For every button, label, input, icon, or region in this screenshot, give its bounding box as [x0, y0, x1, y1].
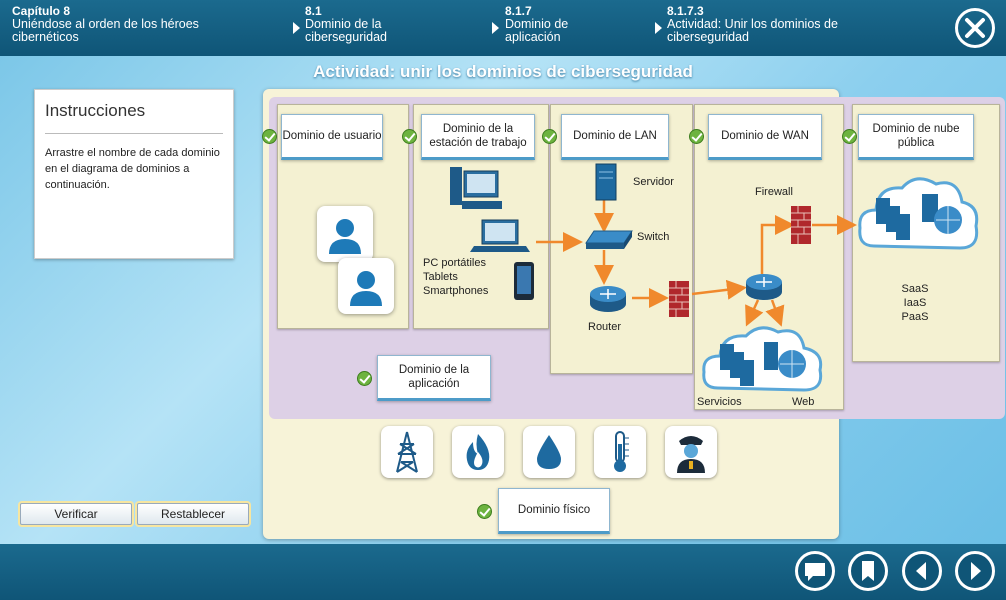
workstation-domain-label[interactable]: Dominio de la estación de trabajo [421, 114, 535, 160]
breadcrumb-arrow-icon [293, 22, 300, 34]
server-icon [595, 163, 617, 201]
activity-title: Actividad: unir los dominios de ciberseg… [313, 62, 693, 81]
instructions-heading: Instrucciones [45, 101, 146, 120]
web-label: Web [792, 396, 815, 408]
laptop-icon [470, 219, 530, 252]
chapter-label: Capítulo 8 [12, 4, 71, 18]
bookmark-button[interactable] [848, 551, 888, 591]
reset-button[interactable]: Restablecer [137, 503, 249, 525]
check-icon [357, 371, 372, 386]
public-cloud-icon [858, 177, 979, 250]
breadcrumb-subsection[interactable]: 8.1.7 Dominio de aplicación [505, 5, 625, 44]
bookmark-icon [862, 561, 874, 581]
switch-icon [585, 230, 633, 249]
comment-icon [805, 563, 825, 581]
activity-name: Actividad: Unir los dominios de ciberseg… [667, 17, 838, 44]
activity-number: 8.1.7.3 [667, 4, 704, 18]
next-icon [971, 562, 981, 580]
comment-button[interactable] [795, 551, 835, 591]
divider [45, 133, 223, 134]
guard-icon [665, 426, 717, 478]
footer-bar [0, 544, 1006, 600]
previous-button[interactable] [902, 551, 942, 591]
check-icon [262, 129, 277, 144]
saas-label: SaaS [901, 283, 929, 295]
breadcrumb-arrow-icon [655, 22, 662, 34]
firewall-icon [669, 281, 689, 317]
check-button[interactable]: Verificar [20, 503, 132, 525]
desktop-pc-icon [450, 167, 502, 209]
router-icon [746, 274, 782, 300]
section-title: Dominio de la ciberseguridad [305, 17, 387, 44]
smartphone-icon [514, 262, 534, 300]
wan-domain-label[interactable]: Dominio de WAN [708, 114, 822, 160]
server-label: Servidor [633, 176, 674, 188]
close-button[interactable] [955, 8, 995, 48]
power-tower-icon [381, 426, 433, 478]
lan-domain-label[interactable]: Dominio de LAN [561, 114, 669, 160]
thermometer-icon [594, 426, 646, 478]
header-bar: Capítulo 8 Uniéndose al orden de los hér… [0, 0, 1006, 56]
check-icon [477, 504, 492, 519]
check-icon [689, 129, 704, 144]
paas-label: PaaS [901, 311, 929, 323]
breadcrumb-arrow-icon [492, 22, 499, 34]
user-icon [338, 258, 394, 314]
router-label: Router [588, 321, 622, 333]
firewall-icon [791, 206, 811, 244]
breadcrumb-activity[interactable]: 8.1.7.3 Actividad: Unir los dominios de … [667, 5, 867, 44]
water-drop-icon [523, 426, 575, 478]
check-icon [402, 129, 417, 144]
physical-domain-label[interactable]: Dominio físico [498, 488, 610, 534]
fire-icon [452, 426, 504, 478]
section-number: 8.1 [305, 4, 322, 18]
check-icon [542, 129, 557, 144]
subsection-title: Dominio de aplicación [505, 17, 569, 44]
iaas-label: IaaS [903, 297, 927, 309]
firewall-label: Firewall [755, 186, 793, 198]
breadcrumb-section[interactable]: 8.1 Dominio de la ciberseguridad [305, 5, 425, 44]
check-icon [842, 129, 857, 144]
subsection-number: 8.1.7 [505, 4, 532, 18]
next-button[interactable] [955, 551, 995, 591]
application-domain-label[interactable]: Dominio de la aplicación [377, 355, 491, 401]
router-icon [590, 286, 626, 312]
instructions-panel: Instrucciones Arrastre el nombre de cada… [34, 89, 234, 259]
cloud-domain-label[interactable]: Dominio de nube pública [858, 114, 974, 160]
chapter-title: Uniéndose al orden de los héroes ciberné… [12, 17, 199, 44]
devices-label: PC portátiles Tablets Smartphones [423, 257, 489, 297]
breadcrumb-chapter[interactable]: Capítulo 8 Uniéndose al orden de los hér… [12, 5, 242, 44]
cloud-icon [702, 326, 823, 392]
instructions-text: Arrastre el nombre de cada dominio en el… [45, 147, 220, 191]
switch-label: Switch [637, 231, 670, 243]
previous-icon [916, 562, 926, 580]
cloud-services-list: SaaS IaaS PaaS [900, 282, 930, 324]
user-domain-label[interactable]: Dominio de usuario [281, 114, 383, 160]
close-icon [965, 18, 985, 38]
services-label: Servicios [697, 396, 742, 408]
user-icon [317, 206, 373, 262]
